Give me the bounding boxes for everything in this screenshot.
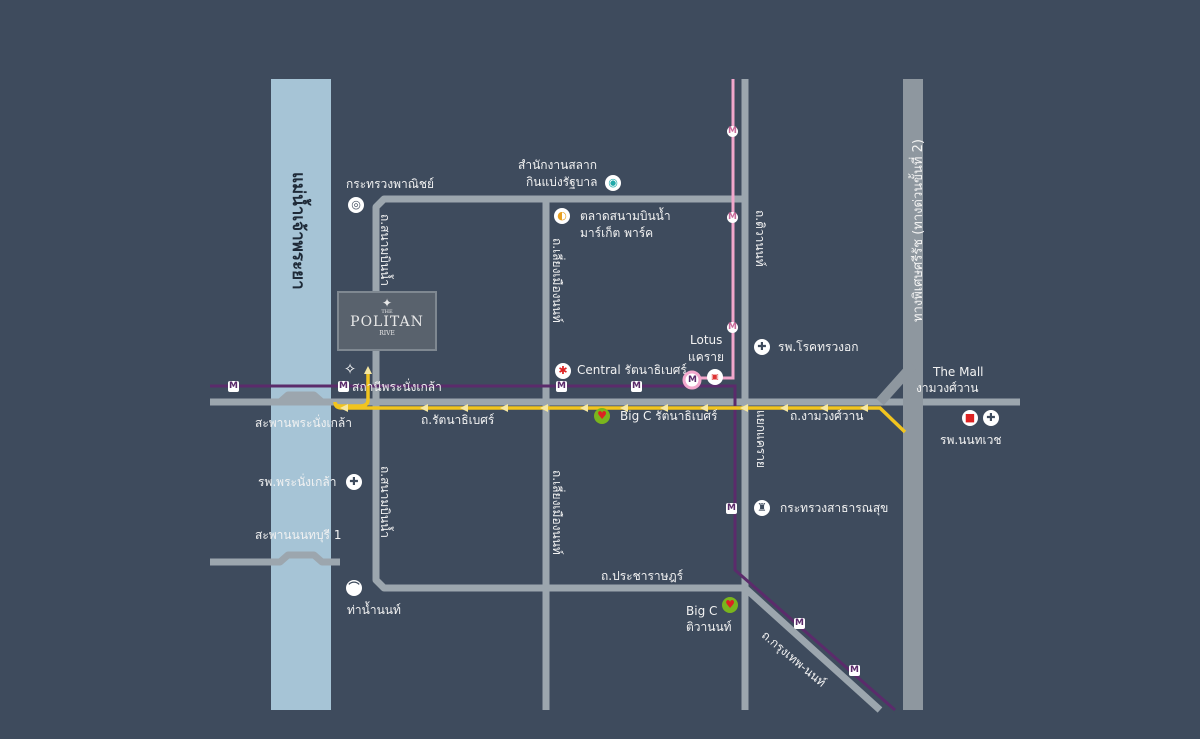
place-mall-1: The Mall [933,365,984,379]
place-bridge-pranangklao: สะพานพระนั่งเกล้า [255,416,352,430]
station-icon: ✧ [343,360,357,378]
road-krungthep-non [742,585,883,713]
road-label-tiwanon: ถ.ติวานนท์ [753,210,767,267]
place-chest-hospital: รพ.โรคทรวงอก [778,340,859,354]
metro-station-icon: M [631,381,642,392]
road-label-pracharat: ถ.ประชาราษฎร์ [601,569,684,583]
place-bigc-rattana: Big C รัตนาธิเบศร์ [620,409,718,423]
pink-line-station-icon: M [727,126,738,137]
road-label-sanambinnam: ถ.สนามบินน้ำ [378,214,392,287]
bigc-icon-tiwanon: ♥ [722,597,738,613]
place-lotus-1: Lotus [690,333,723,347]
pink-line-station-icon: M [727,322,738,333]
road-bridge-nonthaburi [210,551,340,566]
river-label: แม่น้ำเจ้าพระยา [288,172,308,290]
nonthavej-logo-icon: ■ [962,410,978,426]
place-lottery-1: สำนักงานสลาก [518,158,598,172]
bigc-icon: ♥ [594,408,610,424]
road-label-ratthanathibet: ถ.รัตนาธิเบศร์ [421,413,495,427]
place-commerce: กระทรวงพาณิชย์ [346,177,435,191]
purple-line [210,384,896,712]
place-station: สถานีพระนั่งเกล้า [352,380,442,394]
bridge-pranangklao [277,391,325,405]
road-label-sanambinnam-2: ถ.สนามบินน้ำ [378,466,392,539]
metro-station-icon: M [726,503,737,514]
place-bigc-tiwanon-2: ติวานนท์ [686,620,732,634]
lotus-icon: ▣ [707,369,723,385]
lottery-office-icon: ◉ [605,175,621,191]
place-health-ministry: กระทรวงสาธารณสุข [780,501,889,515]
yellow-arrows [340,366,868,412]
place-lotus-2: แคราย [688,350,724,364]
road-label-liangmueang-2: ถ.เลี่ยงเมืองนนท์ [550,470,564,555]
place-market-1: ตลาดสนามบินน้ำ [580,209,671,223]
place-bigc-tiwanon-1: Big C [686,604,718,618]
road-label-expressway: ทางพิเศษศรีรัช (ทางด่วนขั้นที่ 2) [911,139,926,322]
place-pier: ท่าน้ำนนท์ [347,603,401,617]
place-bridge-nonthaburi: สะพานนนทบุรี 1 [255,528,342,542]
place-market-2: มาร์เก็ต พาร์ค [580,226,654,240]
central-icon: ✱ [555,363,571,379]
place-mall-2: งามวงศ์วาน [916,381,979,395]
road-top [372,195,745,592]
yellow-line [333,372,907,434]
pink-line-station-icon: M [727,212,738,223]
metro-station-icon: M [228,381,239,392]
expressway-ramp [876,361,917,406]
road-label-liangmueang: ถ.เลี่ยงเมืองนนท์ [550,238,564,323]
politan-rive-logo: ✦ THE POLITAN RIVE [337,291,437,351]
metro-station-icon: M [556,381,567,392]
place-central: Central รัตนาธิเบศร์ [577,363,687,377]
hospital-icon: ✚ [754,339,770,355]
commerce-ministry-icon: ◎ [348,197,364,213]
market-icon: ◐ [554,208,570,224]
metro-station-icon: M [794,618,805,629]
place-pranangklao-hospital: รพ.พระนั่งเกล้า [258,475,337,489]
pink-line [692,79,735,380]
interchange-station [682,370,702,390]
pier-icon: ⌒ [346,580,362,596]
road-label-ngamwongwan: ถ.งามวงศ์วาน [790,409,864,423]
metro-interchange-icon: M [688,375,697,385]
metro-station-icon: M [338,381,349,392]
hospital-icon-nonthavej: ✚ [983,410,999,426]
place-nonthavej: รพ.นนทเวช [940,433,1002,447]
hospital-icon-pranangklao: ✚ [346,474,362,490]
place-lottery-2: กินแบ่งรัฐบาล [526,175,598,189]
road-label-khae-rai: แยกแคราย [754,410,768,469]
metro-station-icon: M [849,665,860,676]
ministry-icon: ♜ [754,500,770,516]
